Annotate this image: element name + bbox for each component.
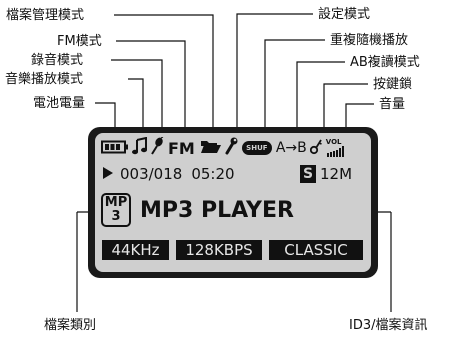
label-record-mode: 錄音模式 [31,53,84,68]
elapsed-time: 05:20 [191,165,235,183]
fm-indicator: FM [168,138,195,158]
shuffle-icon: SHUF [241,141,272,155]
track-counter: 003/018 [120,165,183,183]
label-volume: 音量 [379,97,406,112]
track-title: MP3 PLAYER [140,198,294,223]
label-battery-level: 電池電量 [33,96,86,111]
volume-label: VOL [325,138,342,146]
file-type-bottom: 3 [111,209,121,224]
file-type-icon: MP 3 [101,193,131,227]
bitrate-short: 12M [320,165,353,183]
label-settings-mode: 設定模式 [318,7,371,22]
battery-icon [101,139,129,158]
folder-icon [200,138,222,158]
label-repeat-random-play: 重複隨機播放 [330,33,409,48]
play-icon [102,165,114,184]
sample-rate-badge: 44KHz [102,240,169,260]
label-music-play-mode: 音樂播放模式 [5,72,84,87]
ab-repeat-indicator: A→B [275,140,307,156]
label-ab-repeat-mode: AB複讀模式 [350,55,420,70]
label-fm-mode: FM模式 [57,34,102,49]
label-file-manager-mode: 檔案管理模式 [6,8,85,23]
lcd-status-row: FM SHUF A→B VOL [101,136,348,159]
label-id3-file-info: ID3/檔案資訊 [349,318,428,333]
bitrate-badge: 128KBPS [176,240,262,260]
microphone-icon [150,136,164,159]
wrench-icon [224,137,238,159]
key-lock-icon [309,137,322,159]
volume-icon: VOL [326,139,348,157]
music-note-icon [132,136,148,159]
s-mark-indicator: S [300,165,316,183]
label-file-type: 檔案類別 [44,318,97,333]
shuffle-label: SHUF [246,144,268,152]
file-type-top: MP [104,195,128,210]
lcd-playback-row: 003/018 05:20 [102,164,235,184]
eq-mode-badge: CLASSIC [269,240,363,260]
label-key-lock: 按鍵鎖 [373,77,413,92]
